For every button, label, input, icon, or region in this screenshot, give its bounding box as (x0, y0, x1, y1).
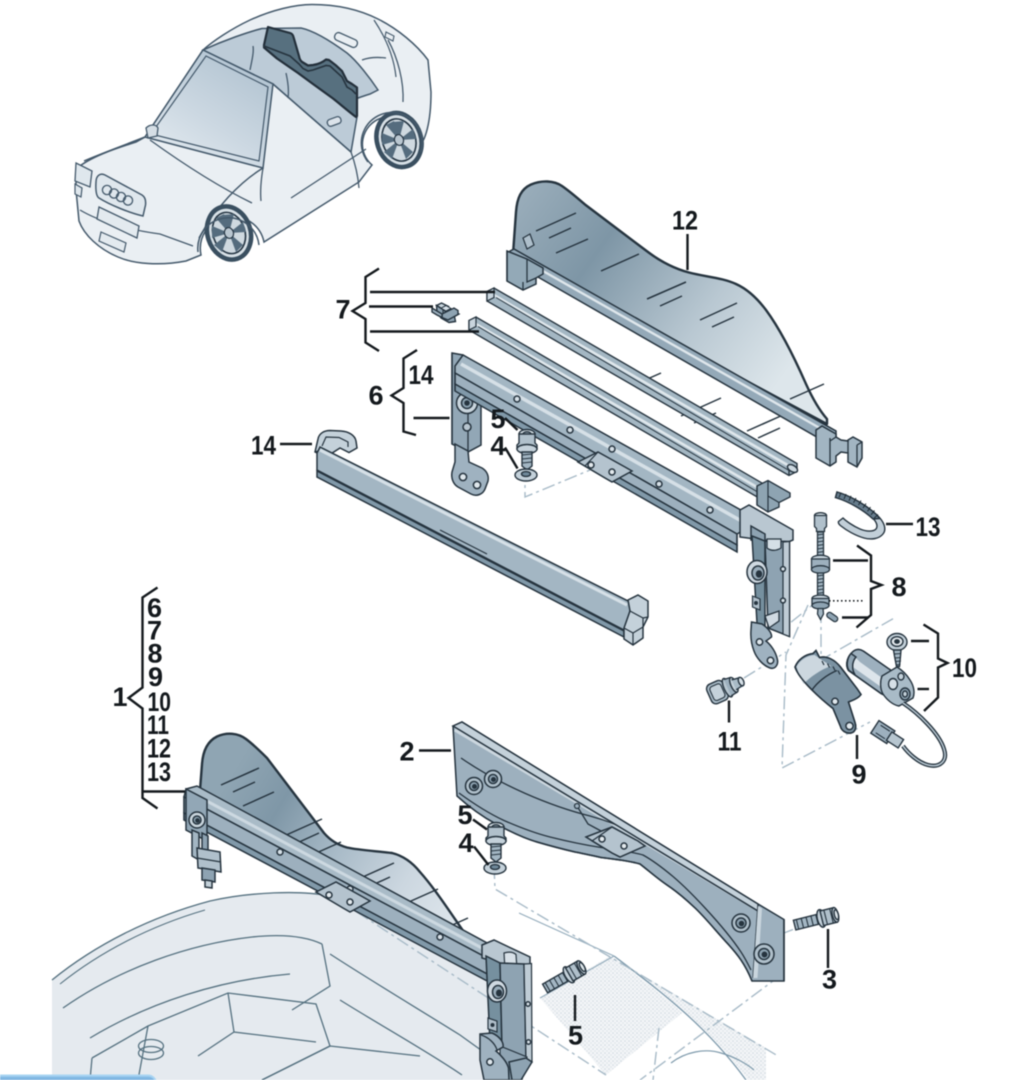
svg-text:10: 10 (148, 687, 172, 717)
svg-text:11: 11 (718, 727, 742, 757)
svg-text:8: 8 (148, 639, 163, 669)
svg-text:2: 2 (399, 737, 414, 767)
svg-text:5: 5 (457, 800, 472, 830)
svg-text:4: 4 (458, 828, 473, 858)
svg-text:12: 12 (672, 206, 698, 236)
svg-text:13: 13 (916, 512, 941, 542)
svg-text:9: 9 (148, 662, 163, 692)
svg-text:8: 8 (891, 572, 906, 602)
svg-text:6: 6 (147, 593, 162, 623)
svg-text:14: 14 (409, 360, 434, 390)
svg-text:13: 13 (147, 757, 171, 787)
svg-text:4: 4 (490, 431, 505, 461)
svg-text:14: 14 (251, 431, 276, 461)
svg-text:3: 3 (822, 965, 837, 995)
svg-text:7: 7 (335, 295, 350, 325)
svg-text:9: 9 (851, 760, 866, 790)
svg-text:12: 12 (147, 734, 171, 764)
svg-text:5: 5 (490, 404, 505, 434)
svg-text:7: 7 (147, 616, 162, 646)
svg-text:11: 11 (147, 710, 169, 740)
svg-text:1: 1 (112, 682, 127, 712)
svg-text:10: 10 (952, 653, 977, 683)
svg-text:6: 6 (368, 381, 383, 411)
svg-text:5: 5 (568, 1021, 583, 1051)
